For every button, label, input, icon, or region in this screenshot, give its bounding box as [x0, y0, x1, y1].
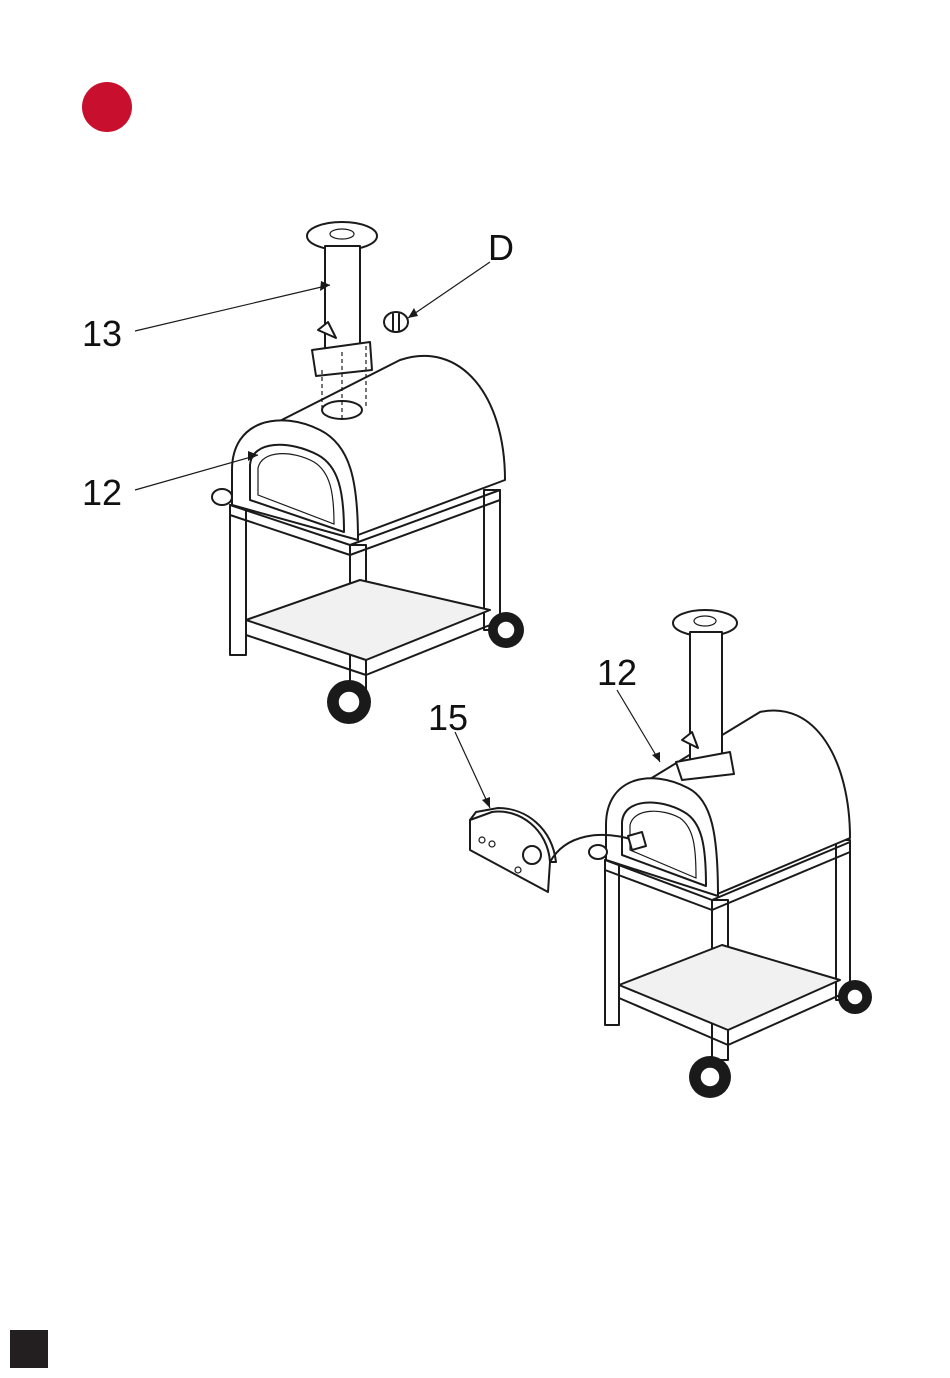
thermometer-probe — [628, 832, 646, 850]
oven-lower-chimney-base — [676, 752, 734, 780]
oven-upper-wheel-back-hub — [497, 621, 515, 639]
chimney-part-13 — [307, 222, 377, 420]
oven-lower-shelf — [619, 945, 840, 1030]
callout-leaders — [135, 262, 660, 808]
screw-part-d — [384, 312, 408, 332]
page-corner-marker — [10, 1330, 48, 1368]
screw-head — [384, 312, 408, 332]
door-thermometer-dial — [523, 846, 541, 864]
leader-d — [408, 262, 490, 318]
callout-label-13: 13 — [82, 316, 122, 352]
leader-12-lower-arrow — [652, 752, 660, 762]
oven-upper-wheel-front-hub — [338, 691, 360, 713]
door-part-15 — [470, 808, 556, 892]
oven-upper-side-handle — [212, 489, 232, 505]
callout-label-12-lower: 12 — [597, 655, 637, 691]
oven-lower-wheel-front-hub — [700, 1067, 720, 1087]
pizza-oven-upper — [212, 356, 524, 724]
callout-label-12-upper: 12 — [82, 475, 122, 511]
oven-lower-side-handle — [589, 845, 607, 859]
oven-lower-leg-front-right — [836, 840, 850, 1000]
oven-upper-leg-back-left — [230, 505, 246, 655]
leader-d-arrow — [408, 308, 418, 318]
oven-lower-leg-back-left — [605, 860, 619, 1025]
leader-15-arrow — [482, 797, 490, 808]
leader-12-lower — [617, 690, 660, 762]
callout-label-15: 15 — [428, 700, 468, 736]
leader-15 — [455, 732, 490, 808]
leader-13 — [135, 285, 330, 331]
oven-lower-wheel-back-hub — [847, 989, 863, 1005]
callout-label-d: D — [488, 230, 514, 266]
